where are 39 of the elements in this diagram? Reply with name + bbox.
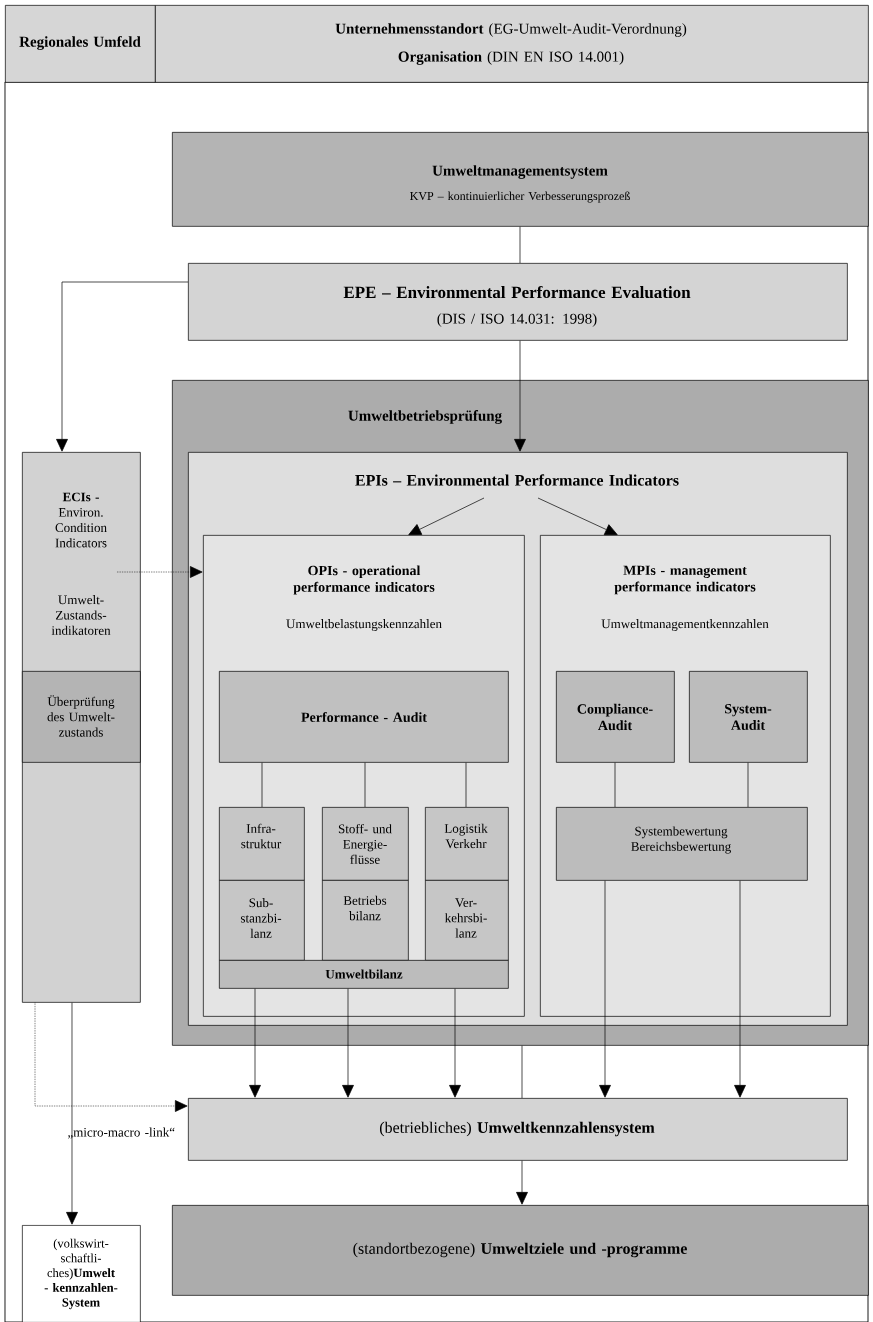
dotted-arrow (116, 566, 203, 578)
connector-line (519, 226, 521, 264)
dotted-arrow (34, 1002, 188, 1112)
balance-box: Ver-kehrsbi-lanz (425, 880, 509, 961)
arrow (56, 281, 189, 452)
topic-box: Logistik Verkehr (425, 807, 509, 881)
goals-box: (standortbezogene) Umweltziele und -programme (172, 1205, 869, 1296)
arrow (599, 880, 611, 1098)
system-box: (volkswirt-schaftli-ches)Umwelt - kennzahlen-System (22, 1225, 141, 1322)
link-label: „micro-macro -link“ (68, 1127, 175, 1139)
arrow (408, 497, 485, 535)
balance-box: Betriebs bilanz (322, 880, 409, 961)
review-box: Überprüfung des Umwelt-zustands (22, 671, 141, 763)
arrow (249, 988, 261, 1098)
arrow (514, 340, 526, 452)
balance-bar: Umweltbilanz (219, 960, 509, 989)
system-box: Umweltmanagementsystem KVP – kontinuierlicher Verbesserungsprozeß (172, 132, 869, 227)
header-cell: Regionales Umfeld (5, 5, 156, 83)
arrow (516, 1160, 528, 1205)
connector-line (465, 762, 467, 808)
system-box: (betriebliches) Umweltkennzahlensystem (188, 1098, 848, 1161)
connector-line (747, 762, 749, 808)
connector-line (261, 762, 263, 808)
arrow (66, 1002, 78, 1225)
topic-box: Infra-struktur (219, 807, 305, 881)
assessment-box: Systembewertung Bereichsbewertung (556, 807, 808, 881)
arrow (734, 880, 746, 1098)
balance-box: Sub-stanzbi-lanz (219, 880, 305, 961)
connector-line (521, 1045, 523, 1099)
audit-box: Compliance-Audit (556, 671, 675, 763)
audit-box: System-Audit (689, 671, 808, 763)
arrow (342, 988, 354, 1098)
topic-box: Stoff- und Energie-flüsse (322, 807, 409, 881)
arrow (449, 988, 461, 1098)
connector-line (614, 762, 616, 808)
connector-line (364, 762, 366, 808)
arrow (537, 497, 618, 536)
evaluation-box: EPE – Environmental Performance Evaluation (DIS / ISO 14.031: 1998) (188, 263, 848, 341)
audit-box: Performance - Audit (219, 671, 509, 763)
